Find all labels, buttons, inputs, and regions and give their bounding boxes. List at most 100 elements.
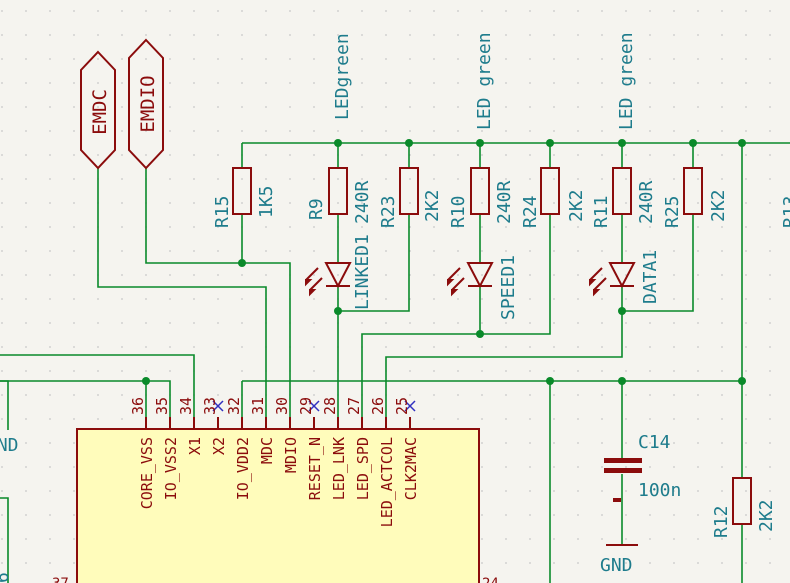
grid-dot	[49, 58, 51, 60]
grid-dot	[169, 202, 171, 204]
ic-body[interactable]	[76, 428, 480, 583]
grid-dot	[481, 34, 483, 36]
grid-dot	[649, 418, 651, 420]
ic-pin-number: 26	[369, 397, 387, 415]
grid-dot	[433, 34, 435, 36]
grid-dot	[769, 514, 771, 516]
gnd-label-right: GND	[600, 555, 633, 576]
led-triangle	[608, 262, 636, 289]
grid-dot	[73, 466, 75, 468]
grid-dot	[385, 322, 387, 324]
grid-dot	[625, 250, 627, 252]
grid-dot	[49, 298, 51, 300]
ic-pin-number: 28	[321, 397, 339, 415]
grid-dot	[385, 58, 387, 60]
speed1-led[interactable]	[447, 262, 494, 297]
led-triangle	[324, 262, 352, 289]
r12-body[interactable]	[732, 477, 752, 525]
left-edge-pin-6: 6	[0, 572, 13, 583]
r25-body[interactable]	[683, 167, 703, 215]
ic-pin-number: 24	[482, 576, 499, 583]
grid-dot	[289, 250, 291, 252]
grid-dot	[121, 106, 123, 108]
grid-dot	[241, 370, 243, 372]
grid-dot	[505, 226, 507, 228]
grid-dot	[121, 226, 123, 228]
grid-dot	[265, 250, 267, 252]
grid-dot	[193, 130, 195, 132]
grid-dot	[553, 418, 555, 420]
grid-dot	[769, 250, 771, 252]
grid-dot	[25, 466, 27, 468]
r15-body[interactable]	[232, 167, 252, 215]
grid-dot	[673, 154, 675, 156]
grid-dot	[529, 322, 531, 324]
r23-bottom	[338, 214, 410, 312]
grid-dot	[721, 298, 723, 300]
grid-dot	[1, 274, 3, 276]
grid-dot	[721, 370, 723, 372]
c14-capacitor[interactable]	[604, 458, 642, 502]
grid-dot	[169, 226, 171, 228]
grid-dot	[529, 562, 531, 564]
data1-led[interactable]	[589, 262, 636, 297]
grid-dot	[73, 202, 75, 204]
r24-ref: R24	[520, 195, 541, 228]
grid-dot	[649, 82, 651, 84]
r11-body[interactable]	[612, 167, 632, 215]
grid-dot	[385, 82, 387, 84]
grid-dot	[193, 250, 195, 252]
r9-value: 240R	[352, 180, 373, 224]
grid-dot	[265, 106, 267, 108]
ic-pin-labels: 36CORE_VSS35IO_VSS234X133X232IO_VDD231MD…	[129, 397, 420, 527]
r23-body[interactable]	[399, 167, 419, 215]
grid-dot	[745, 514, 747, 516]
r10-body[interactable]	[470, 167, 490, 215]
r9-body[interactable]	[328, 167, 348, 215]
grid-dot	[505, 322, 507, 324]
grid-dot	[697, 298, 699, 300]
grid-dot	[1, 298, 3, 300]
grid-dot	[217, 34, 219, 36]
grid-dot	[745, 82, 747, 84]
r10-ref: R10	[448, 195, 469, 228]
grid-dot	[481, 298, 483, 300]
emdc-global-label[interactable]: EMDC	[80, 50, 116, 170]
grid-dot	[121, 418, 123, 420]
grid-dot	[673, 34, 675, 36]
grid-dot	[481, 394, 483, 396]
grid-dot	[625, 226, 627, 228]
junction	[476, 139, 484, 147]
r24-body[interactable]	[540, 167, 560, 215]
grid-dot	[289, 202, 291, 204]
grid-dot	[337, 34, 339, 36]
grid-dot	[721, 178, 723, 180]
left-gnd-wire	[0, 380, 9, 430]
grid-dot	[577, 130, 579, 132]
grid-dot	[697, 370, 699, 372]
grid-dot	[457, 394, 459, 396]
grid-dot	[49, 562, 51, 564]
led-arrowhead	[589, 279, 597, 287]
c14-value: 100n	[638, 480, 681, 501]
grid-dot	[1, 202, 3, 204]
grid-dot	[529, 202, 531, 204]
grid-dot	[481, 154, 483, 156]
grid-dot	[385, 154, 387, 156]
r10-value: 240R	[494, 180, 515, 224]
grid-dot	[625, 538, 627, 540]
grid-dot	[481, 82, 483, 84]
grid-dot	[217, 178, 219, 180]
grid-dot	[313, 274, 315, 276]
grid-dot	[481, 514, 483, 516]
grid-dot	[313, 250, 315, 252]
grid-dot	[505, 250, 507, 252]
grid-dot	[457, 82, 459, 84]
emdio-global-label[interactable]: EMDIO	[128, 38, 164, 170]
linked1-led[interactable]	[305, 262, 352, 297]
grid-dot	[505, 274, 507, 276]
grid-dot	[697, 346, 699, 348]
grid-dot	[385, 130, 387, 132]
grid-dot	[769, 370, 771, 372]
junction	[405, 139, 413, 147]
